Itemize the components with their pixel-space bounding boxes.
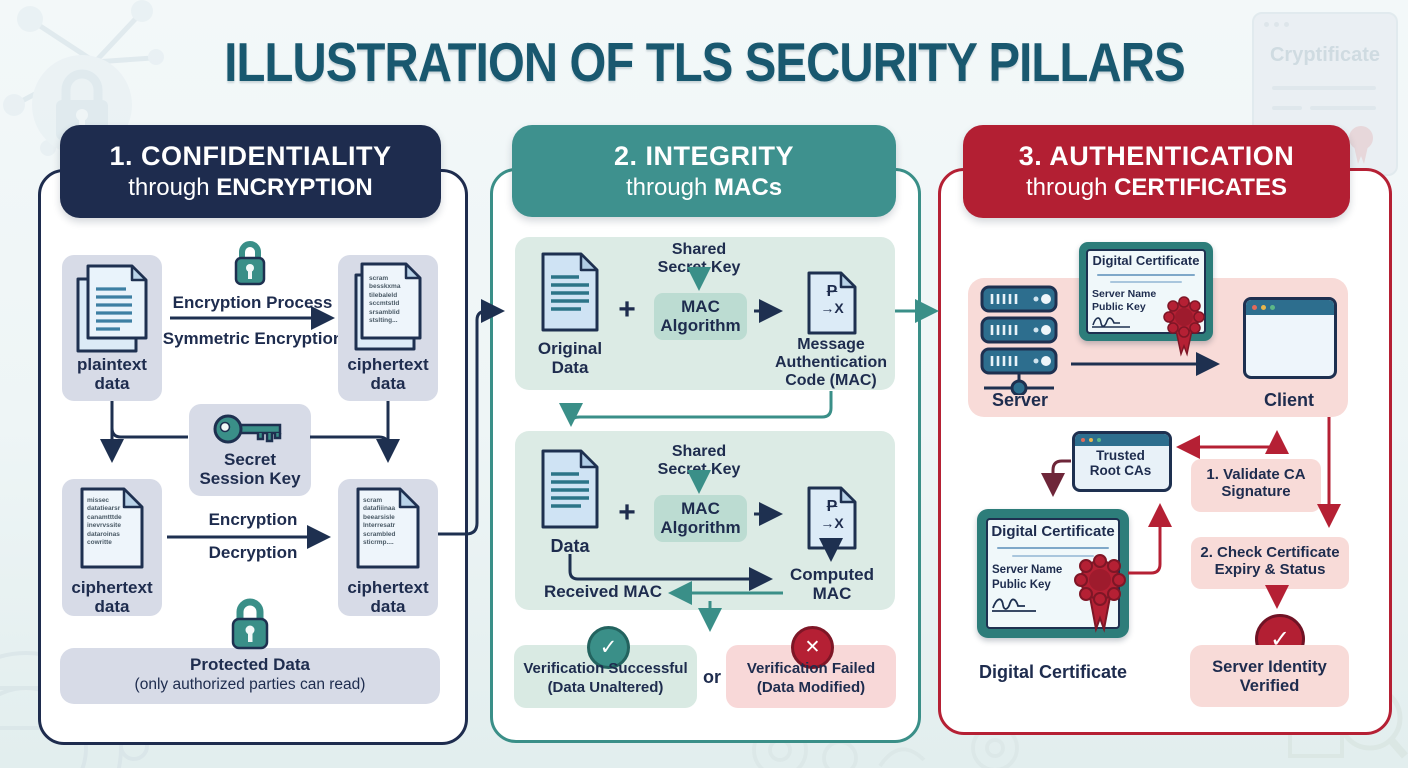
cert-small-server-name: Server Name: [1092, 288, 1157, 300]
header-integrity: 2. INTEGRITY through MACs: [512, 125, 896, 217]
check-circle-icon: ✓: [587, 626, 630, 669]
padlock-icon-large: [231, 598, 269, 650]
decryption-label: Decryption: [208, 543, 298, 562]
lock-icon: [234, 241, 266, 286]
cert-small-signature: [1092, 317, 1130, 328]
header2-line1: 2. INTEGRITY: [613, 140, 795, 171]
protected-data-box: [60, 648, 440, 704]
trusted-root-cas-window: [1072, 431, 1172, 492]
shared-secret-key-label-1: Shared Secret Key: [657, 241, 741, 277]
page-title-text: ILLUSTRATION OF TLS SECURITY PILLARS: [223, 31, 1185, 93]
verification-failed-title: Verification Failed: [746, 660, 876, 677]
header1-keyword: ENCRYPTION: [216, 174, 373, 201]
secret-session-key-label: Secret Session Key: [199, 450, 301, 489]
plaintext-label: plaintext data: [77, 355, 147, 394]
cert-large-public-key: Public Key: [992, 579, 1051, 591]
cross-glyph: ✕: [804, 637, 821, 658]
symmetric-encryption-label: Symmetric Encryption: [162, 329, 344, 348]
header3-through: through: [1026, 174, 1108, 201]
cert-large-server-name: Server Name: [992, 564, 1063, 576]
data-label: Data: [550, 536, 590, 556]
browser-dot-yellow: [1261, 305, 1266, 310]
or-label: or: [703, 667, 721, 687]
cert-small-public-key: Public Key: [1092, 301, 1146, 313]
mac-glyph-x: →X: [820, 514, 844, 531]
encryption-label: Encryption: [208, 510, 298, 529]
ciphertext-label-right: ciphertext data: [347, 578, 429, 617]
cert-large-signature: [992, 598, 1036, 612]
original-data-label: Original Data: [537, 339, 603, 378]
header2-keyword: MACs: [714, 173, 783, 201]
mac-algorithm-label-1: MAC Algorithm: [660, 297, 741, 336]
verification-success-sub: (Data Unaltered): [547, 679, 664, 696]
digital-certificate-caption: Digital Certificate: [978, 662, 1128, 682]
plus-sign-1: +: [618, 293, 636, 326]
encryption-process-label: Encryption Process: [172, 293, 333, 312]
mac-code-label: Message Authentication Code (MAC): [775, 336, 887, 390]
header-confidentiality: 1. CONFIDENTIALITY through ENCRYPTION: [60, 125, 441, 218]
cert-small-ribbon-icon: [1163, 296, 1205, 357]
mac-glyph-p: P: [826, 283, 838, 300]
mac-glyph-p: P: [826, 498, 838, 515]
header-authentication: 3. AUTHENTICATION through CERTIFICATES: [963, 125, 1350, 218]
header3-keyword: CERTIFICATES: [1114, 174, 1287, 201]
server-stack-icon: [980, 285, 1058, 395]
mac-document-icon-2: P →X: [806, 485, 858, 551]
page-title: ILLUSTRATION OF TLS SECURITY PILLARS: [0, 30, 1408, 94]
verification-success-title: Verification Successful: [523, 660, 688, 677]
secret-session-key-box: [189, 404, 311, 496]
server-identity-verified-label: Server Identity Verified: [1212, 658, 1327, 695]
check-glyph: ✓: [599, 636, 618, 659]
header1-through: through: [128, 174, 210, 201]
computed-mac-label: Computed MAC: [789, 565, 875, 604]
plaintext-document-icon: [76, 264, 148, 353]
mac-algorithm-box-1: [654, 293, 747, 340]
mac-algorithm-label-2: MAC Algorithm: [660, 499, 741, 538]
client-label: Client: [1263, 390, 1314, 410]
watermark-ribbon-icon: [1346, 124, 1376, 166]
server-identity-verified-box: [1190, 645, 1349, 707]
trusted-root-cas-label: Trusted Root CAs: [1089, 448, 1152, 479]
cert-small-title: Digital Certificate: [1092, 253, 1200, 268]
mac-document-icon-1: P →X: [806, 270, 858, 336]
cross-circle-icon: ✕: [791, 626, 834, 669]
step2-check-expiry-box: [1191, 537, 1349, 589]
cert-large-ribbon-icon: [1074, 554, 1126, 633]
received-mac-label: Received MAC: [543, 582, 663, 601]
client-browser-icon: [1243, 297, 1337, 379]
data-document-icon: [541, 449, 599, 529]
step1-validate-ca-box: [1191, 459, 1321, 512]
step2-check-expiry-label: 2. Check Certificate Expiry & Status: [1200, 544, 1340, 578]
mac-algorithm-box-2: [654, 495, 747, 542]
browser-dot-red: [1252, 305, 1257, 310]
plus-sign-2: +: [618, 496, 636, 529]
server-label: Server: [991, 390, 1049, 410]
header1-line1: 1. CONFIDENTIALITY: [109, 141, 392, 171]
step1-validate-ca-label: 1. Validate CA Signature: [1206, 466, 1306, 500]
header2-through: through: [625, 173, 708, 201]
key-icon: [213, 414, 282, 444]
mac-glyph-x: →X: [820, 299, 844, 316]
protected-data-title: Protected Data: [190, 655, 310, 674]
cert-large-title: Digital Certificate: [991, 523, 1115, 540]
browser-dot-green: [1270, 305, 1275, 310]
ciphertext-label-top: ciphertext data: [347, 355, 429, 394]
shared-secret-key-label-2: Shared Secret Key: [657, 443, 741, 479]
verification-failed-sub: (Data Modified): [756, 679, 866, 696]
header3-line1: 3. AUTHENTICATION: [1018, 141, 1295, 171]
protected-data-sub: (only authorized parties can read): [134, 676, 366, 693]
original-data-document-icon: [541, 252, 599, 332]
ciphertext-label-left: ciphertext data: [71, 578, 153, 617]
